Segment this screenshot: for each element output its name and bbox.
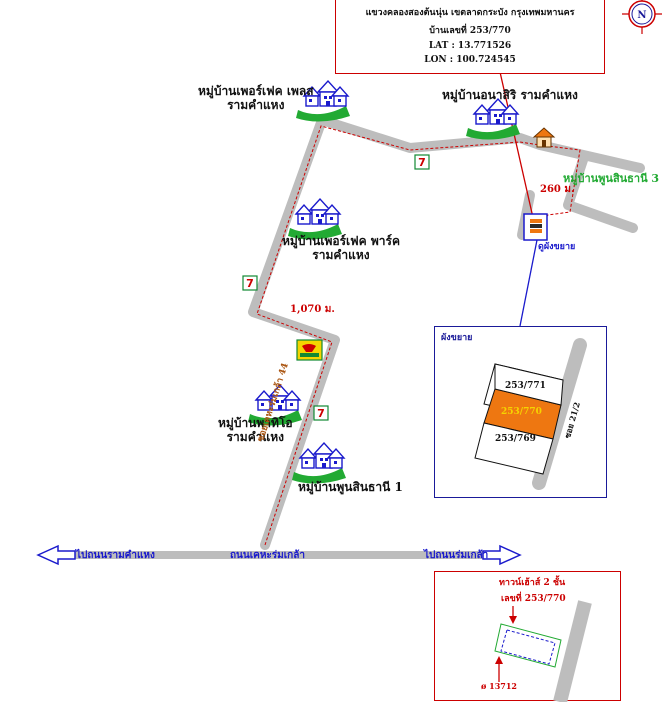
label-perfect-park: หมู่บ้านเพอร์เฟค พาร์ค รามคำแหง <box>282 234 400 263</box>
label-patio-line2: รามคำแหง <box>226 430 284 445</box>
road-network <box>248 115 645 550</box>
village-icon <box>465 98 521 141</box>
inset-plan-drawing <box>474 338 587 490</box>
label-perfect-place-line1: หมู่บ้านเพอร์เฟค เพลส <box>198 84 314 98</box>
subject-marker-plot-2 <box>530 224 542 228</box>
label-perfect-place-line2: รามคำแหง <box>227 98 285 113</box>
label-anasiri: หมู่บ้านอนาสิริ รามคำแหง <box>442 88 578 102</box>
label-to-romklao[interactable]: ไปถนนร่มเกล้า <box>424 550 489 561</box>
enlarged-plan-inset: ผังขยาย 253/771 253/770 253/769 ซอย 21/2 <box>434 326 607 498</box>
arrow-left-icon <box>36 544 76 566</box>
label-to-ramkhamhaeng[interactable]: ไปถนนรามคำแหง <box>76 550 155 561</box>
inset-title: ผังขยาย <box>441 333 473 343</box>
route-dashed <box>256 125 581 546</box>
svg-text:7: 7 <box>246 277 254 290</box>
see-enlarged-label[interactable]: ดูผังขยาย <box>538 242 576 252</box>
townhouse-inset: ทาวน์เฮ้าส์ 2 ชั้น เลขที่ 253/770 ø 1371… <box>434 571 621 702</box>
distance-260: 260 ม. <box>540 184 575 195</box>
info-longitude: LON : 100.724545 <box>424 55 516 65</box>
seven-eleven-icon: 7 <box>242 275 258 291</box>
townhouse-bottom-label: ø 13712 <box>481 681 517 691</box>
address-info-box: แขวงคลองสองต้นนุ่น เขตลาดกระบัง กรุงเทพม… <box>335 0 605 74</box>
distance-1070: 1,070 ม. <box>290 304 335 315</box>
label-sinthani1: หมู่บ้านพูนสินธานี 1 <box>298 480 403 494</box>
compass-label: N <box>637 10 646 21</box>
road-top <box>317 115 645 173</box>
seven-eleven-icon: 7 <box>414 154 430 170</box>
svg-text:7: 7 <box>317 407 325 420</box>
label-patio-line1: หมู่บ้านพาทิโอ <box>218 416 293 430</box>
label-perfect-place: หมู่บ้านเพอร์เฟค เพลส รามคำแหง <box>198 84 314 113</box>
compass-icon: N <box>622 0 662 34</box>
label-sinthani3: หมู่บ้านพูนสินธานี 3 <box>563 172 660 185</box>
info-house-number: บ้านเลขที่ 253/770 <box>429 26 511 36</box>
inset-leader-line <box>519 239 538 327</box>
townhouse-title: ทาวน์เฮ้าส์ 2 ชั้น <box>499 578 566 588</box>
plot-253-770[interactable]: 253/770 <box>501 407 542 417</box>
seven-eleven-icon: 7 <box>313 405 329 421</box>
plot-253-771[interactable]: 253/771 <box>505 381 546 391</box>
label-perfect-park-line1: หมู่บ้านเพอร์เฟค พาร์ค <box>282 234 400 248</box>
label-patio: หมู่บ้านพาทิโอ รามคำแหง <box>218 416 293 445</box>
subject-marker-plot-3 <box>530 229 542 233</box>
gas-station-icon <box>296 339 323 361</box>
info-address-line: แขวงคลองสองต้นนุ่น เขตลาดกระบัง กรุงเทพม… <box>365 8 575 18</box>
info-leader-line <box>499 71 535 223</box>
arrow-right-icon <box>482 544 522 566</box>
info-latitude: LAT : 13.771526 <box>428 41 512 51</box>
plot-253-769[interactable]: 253/769 <box>495 434 536 444</box>
road-main-vertical <box>248 115 340 550</box>
map-canvas: 7 7 7 <box>36 71 645 566</box>
svg-text:7: 7 <box>418 156 426 169</box>
house-marker-icon <box>532 127 556 148</box>
label-perfect-park-line2: รามคำแหง <box>312 248 370 263</box>
label-main-road: ถนนเคหะร่มเกล้า <box>230 550 305 561</box>
subject-marker-plot <box>530 219 542 223</box>
townhouse-drawing <box>494 600 592 702</box>
road-right-branch <box>563 155 638 233</box>
townhouse-number: เลขที่ 253/770 <box>501 594 566 604</box>
